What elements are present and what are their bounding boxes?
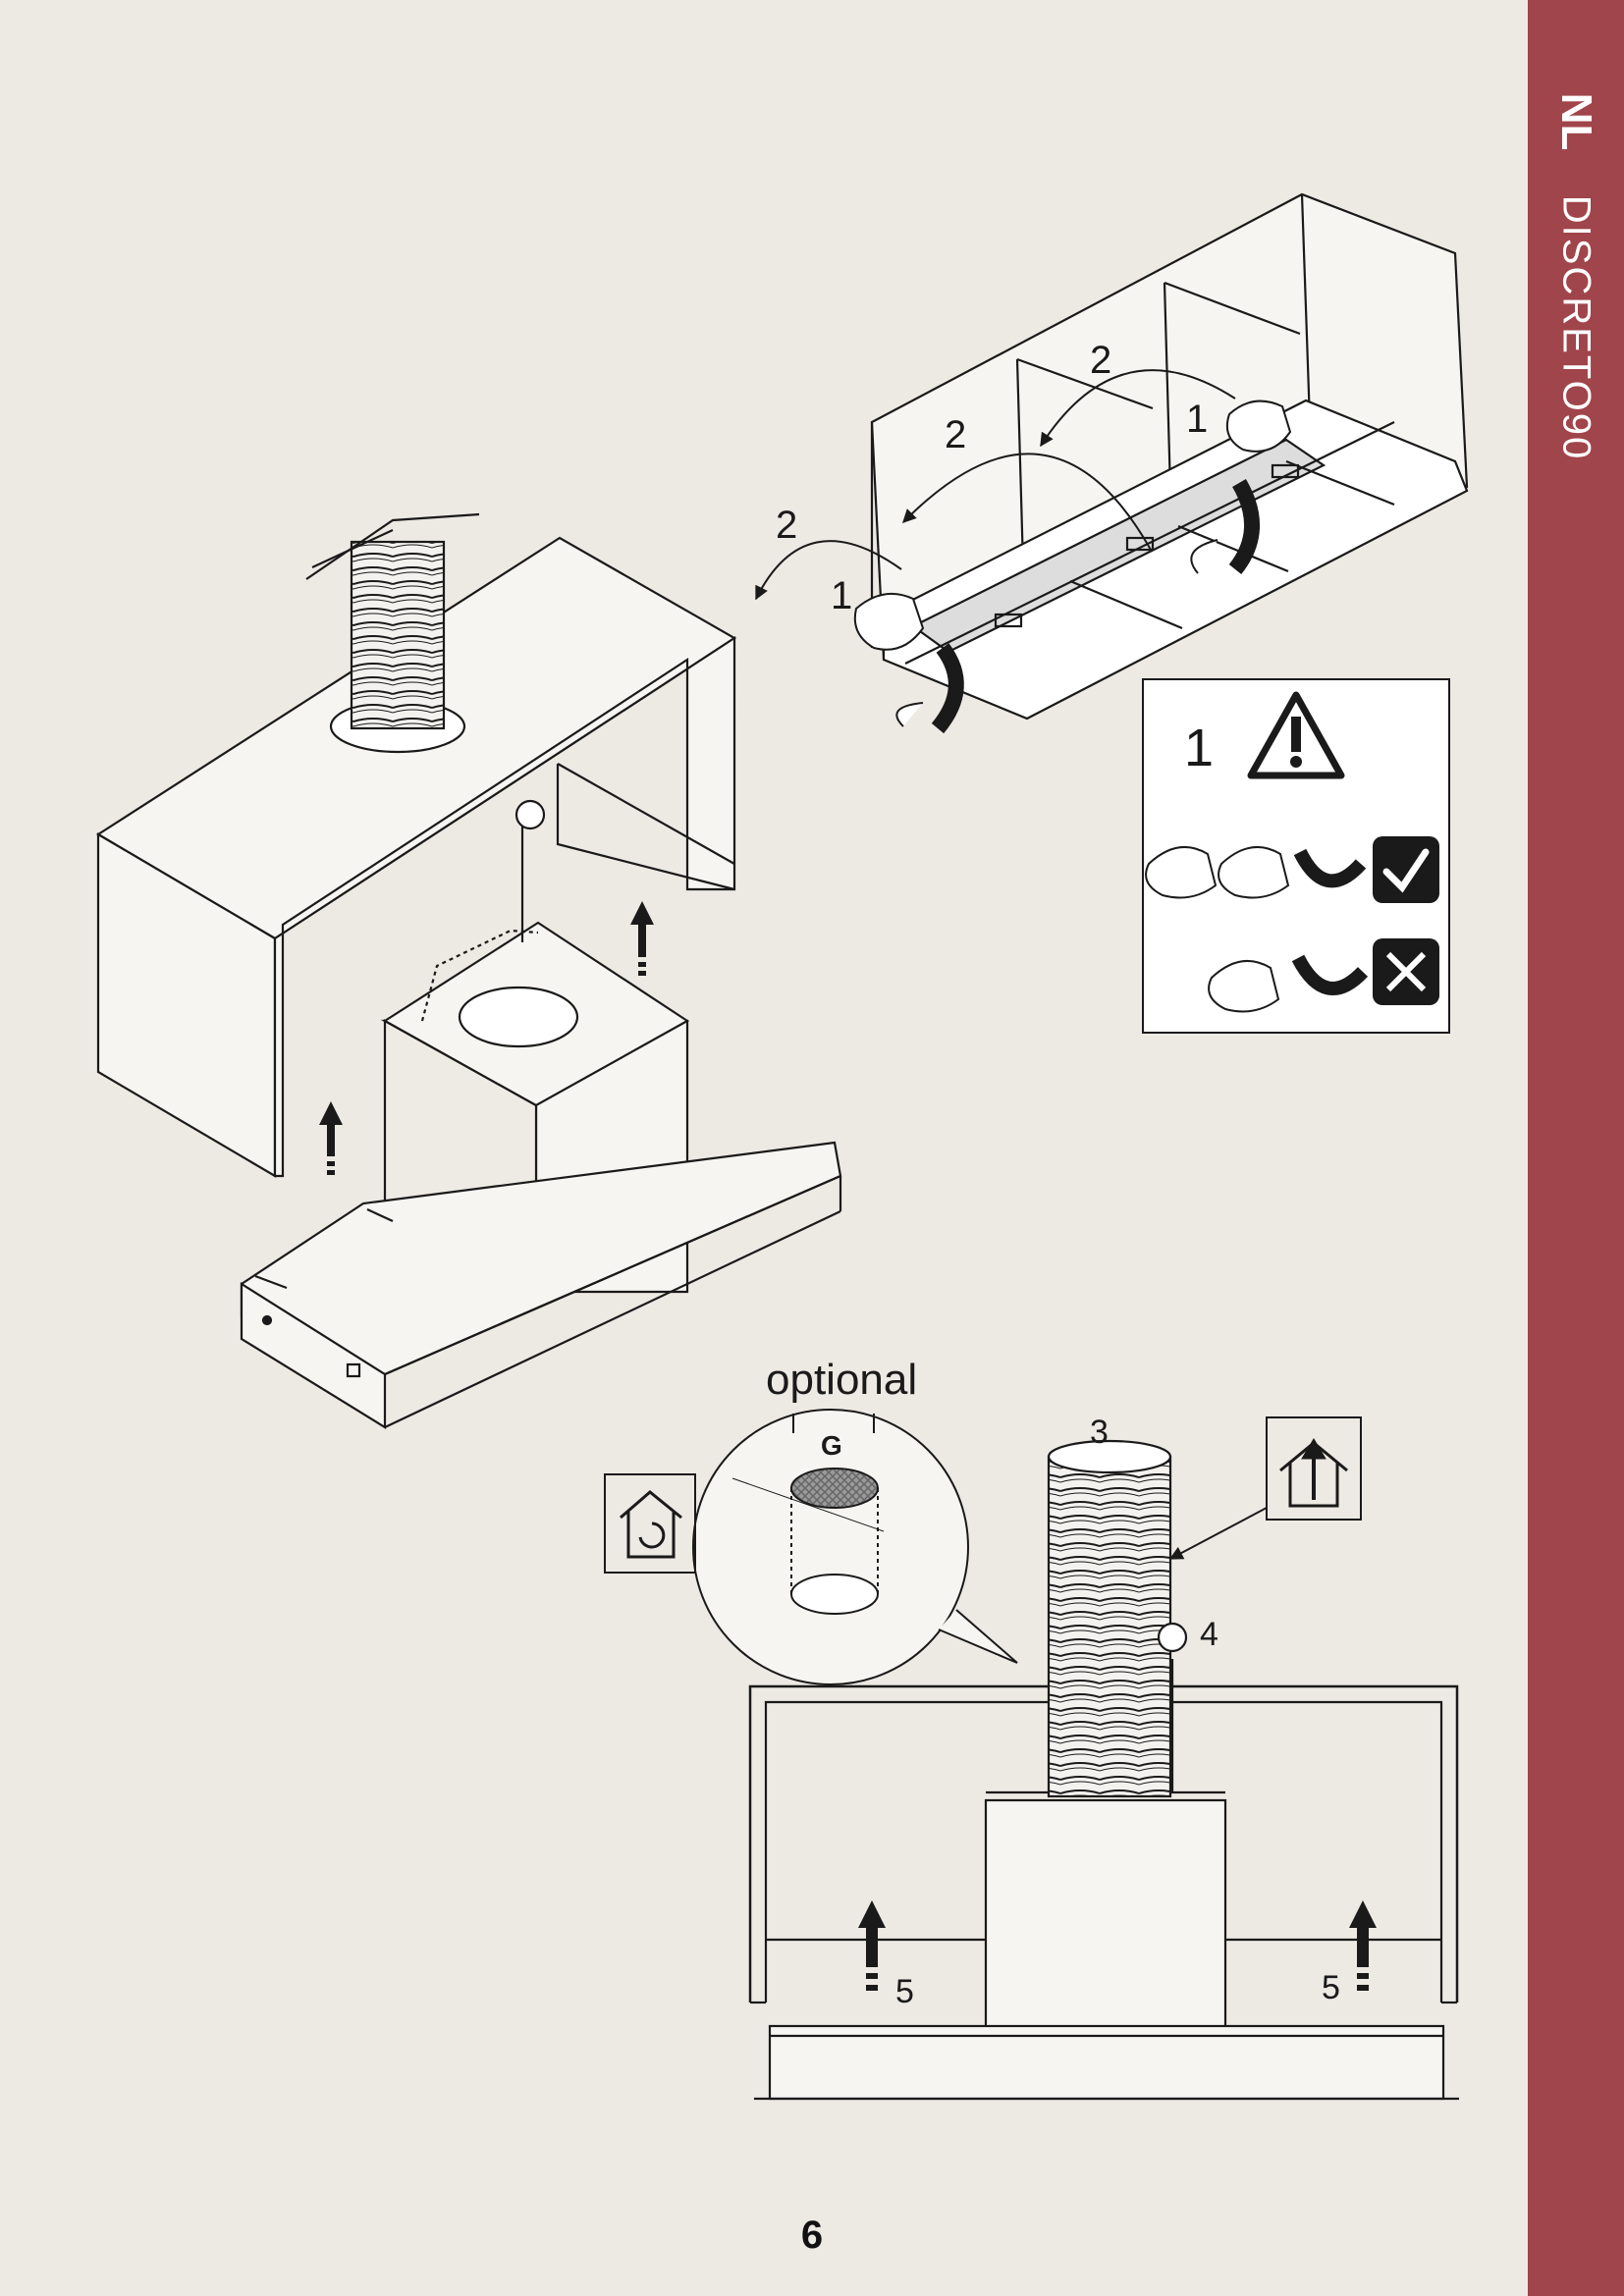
step-number: 2 xyxy=(1090,339,1111,382)
step-number: 2 xyxy=(776,504,797,547)
two-hands-icon xyxy=(1145,846,1290,1013)
callout-numbers: 3 4 5 5 xyxy=(895,1414,1340,2010)
language-code: NL xyxy=(1552,92,1600,151)
callout-arrow xyxy=(1168,1507,1268,1560)
filter-letter: G xyxy=(821,1430,842,1461)
page-number: 6 xyxy=(800,2214,824,2257)
illustration-canvas: 1 2 2 2 1 1 xyxy=(95,192,1469,2101)
callout-number: 4 xyxy=(1200,1616,1218,1653)
optional-filter-detail: G xyxy=(692,1409,1018,1685)
step-number: 1 xyxy=(831,574,852,617)
callout-number: 3 xyxy=(1090,1414,1109,1451)
step-labels: 1 2 2 2 1 xyxy=(776,339,1208,617)
rotate-arrow-icon xyxy=(895,478,1261,734)
check-icon xyxy=(1373,836,1439,903)
hand-icon xyxy=(853,400,1292,651)
rotate-arrow-icon xyxy=(1291,954,1369,995)
step-number: 1 xyxy=(1186,398,1208,441)
callout-number: 5 xyxy=(895,1973,914,2010)
step-number: 2 xyxy=(945,413,966,456)
warning-box: 1 xyxy=(1142,678,1450,1034)
recirculation-house-icon xyxy=(604,1473,696,1574)
model-name: DISCRETO90 xyxy=(1554,194,1598,461)
direction-arrows xyxy=(755,369,1236,601)
lift-arrow-icon xyxy=(319,901,654,1175)
warning-number: 1 xyxy=(1184,719,1214,777)
hood-with-chimney-figure xyxy=(95,512,842,1429)
front-view-figure xyxy=(748,1439,1459,2101)
optional-label: optional xyxy=(766,1356,917,1404)
rotate-arrow-icon xyxy=(1293,848,1367,888)
filter-removal-figure xyxy=(870,192,1469,721)
lift-arrow-icon xyxy=(858,1900,1377,1991)
extraction-house-icon xyxy=(1266,1416,1362,1521)
callout-number: 5 xyxy=(1322,1969,1340,2006)
cross-icon xyxy=(1373,938,1439,1005)
side-tab xyxy=(1528,0,1624,2296)
warning-triangle-icon xyxy=(1247,691,1345,779)
